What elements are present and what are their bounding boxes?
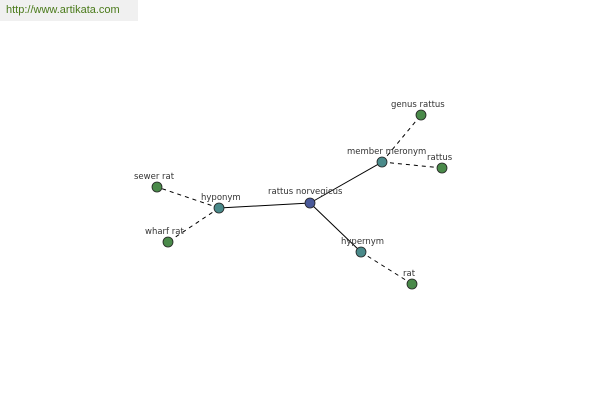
node-wharf[interactable] <box>162 236 174 248</box>
edges-layer <box>156 114 443 285</box>
node-label-hypernym[interactable]: hypernym <box>341 237 384 247</box>
node-hyponym[interactable] <box>213 202 225 214</box>
edge-center-meronym <box>309 161 383 204</box>
edge-center-hyponym <box>218 202 311 209</box>
node-label-rattus[interactable]: rattus <box>427 153 453 163</box>
node-rat[interactable] <box>406 278 418 290</box>
edge-hyponym-sewer <box>156 186 220 209</box>
nodes-layer <box>151 109 448 290</box>
node-label-meronym[interactable]: member meronym <box>347 147 426 157</box>
site-url-banner[interactable]: http://www.artikata.com <box>0 0 138 21</box>
edge-center-hypernym <box>309 202 362 253</box>
node-genus[interactable] <box>415 109 427 121</box>
node-label-hyponym[interactable]: hyponym <box>201 193 241 203</box>
node-rattus[interactable] <box>436 162 448 174</box>
node-label-rat[interactable]: rat <box>403 269 416 279</box>
node-meronym[interactable] <box>376 156 388 168</box>
edge-meronym-genus <box>381 114 422 163</box>
edge-hyponym-wharf <box>167 207 220 243</box>
node-label-genus[interactable]: genus rattus <box>391 100 445 110</box>
edge-meronym-rattus <box>381 161 443 169</box>
node-label-wharf[interactable]: wharf rat <box>145 227 184 237</box>
node-label-center[interactable]: rattus norvegicus <box>268 187 343 197</box>
node-label-sewer[interactable]: sewer rat <box>134 172 175 182</box>
edge-hypernym-rat <box>360 251 413 285</box>
labels-layer: rattus norvegicus hyponym member meronym hy… <box>134 100 453 279</box>
node-hypernym[interactable] <box>355 246 367 258</box>
node-center[interactable] <box>304 197 316 209</box>
site-url-text: http://www.artikata.com <box>6 4 120 16</box>
node-sewer[interactable] <box>151 181 163 193</box>
